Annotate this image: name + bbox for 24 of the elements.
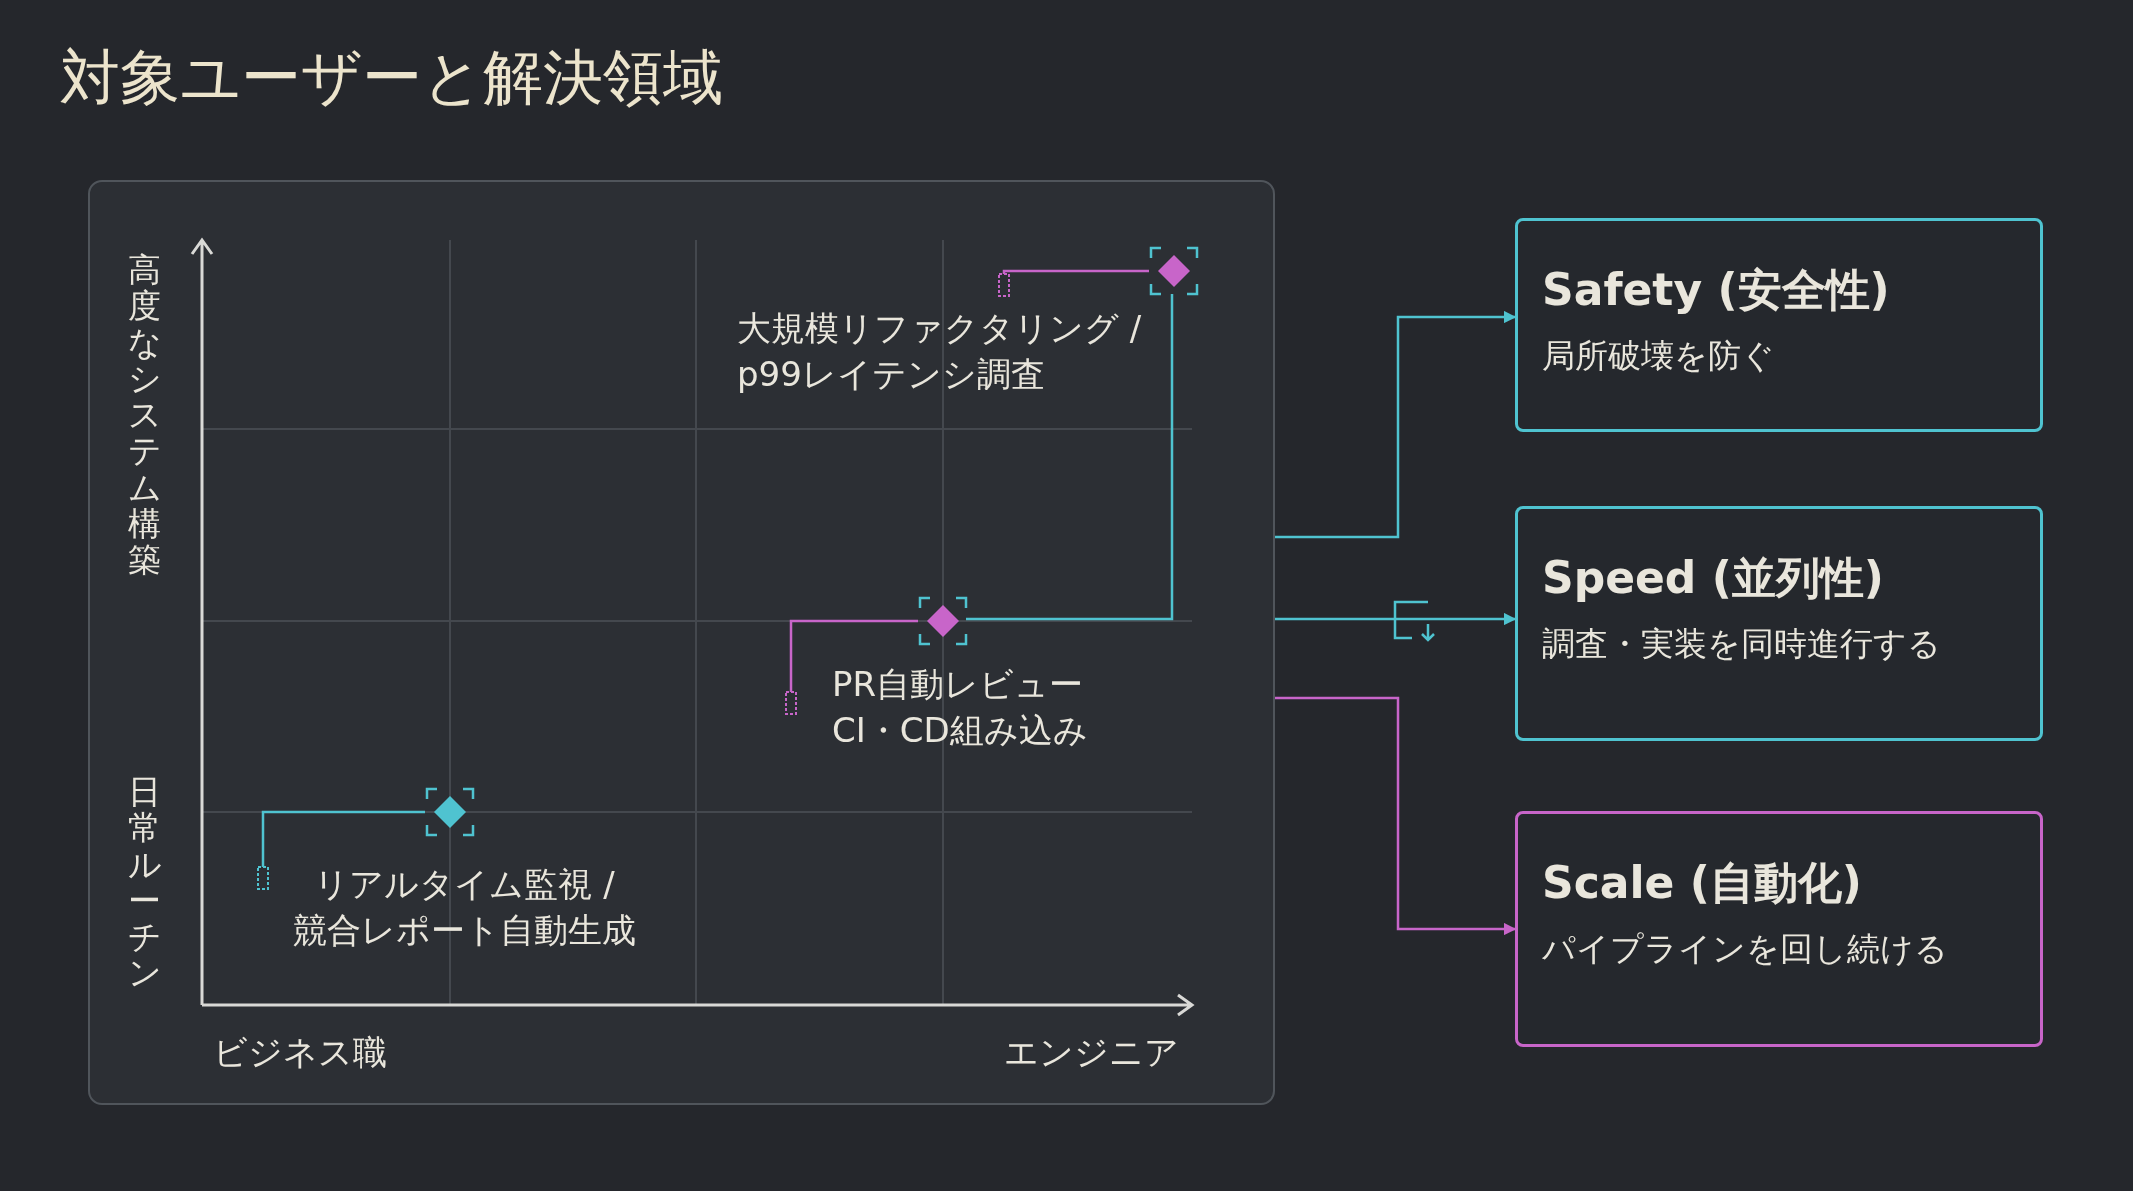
card-description: パイプラインを回し続ける (1542, 928, 1949, 970)
card-heading: Safety (安全性) (1542, 263, 1891, 317)
axis-label: 日常ルーチン (128, 774, 161, 992)
data-point-diamond (1149, 246, 1199, 296)
data-point-diamond (918, 596, 968, 646)
data-point-diamond (425, 787, 475, 837)
feature-card (1515, 218, 2043, 432)
title: 対象ユーザーと解決領域 (60, 41, 723, 114)
card-description: 調査・実装を同時進行する (1542, 623, 1942, 665)
axis-label: エンジニア (1004, 1031, 1179, 1074)
axis-label: ビジネス職 (213, 1031, 387, 1074)
point-label: PR自動レビュー CI・CD組み込み (832, 663, 1089, 752)
axis-label: 高度なシステム構築 (128, 252, 161, 579)
point-label: リアルタイム監視 / 競合レポート自動生成 (292, 863, 637, 952)
chart-panel (88, 180, 1275, 1105)
card-description: 局所破壊を防ぐ (1542, 335, 1776, 377)
card-heading: Speed (並列性) (1542, 551, 1885, 605)
feature-card (1515, 506, 2043, 741)
connector-arrow (1275, 696, 1517, 936)
point-label: 大規模リファクタリング / p99レイテンシ調査 (737, 307, 1143, 396)
feature-card (1515, 811, 2043, 1047)
connector-arrow (1275, 310, 1517, 539)
card-heading: Scale (自動化) (1542, 856, 1863, 910)
connector-arrow (1275, 612, 1517, 626)
